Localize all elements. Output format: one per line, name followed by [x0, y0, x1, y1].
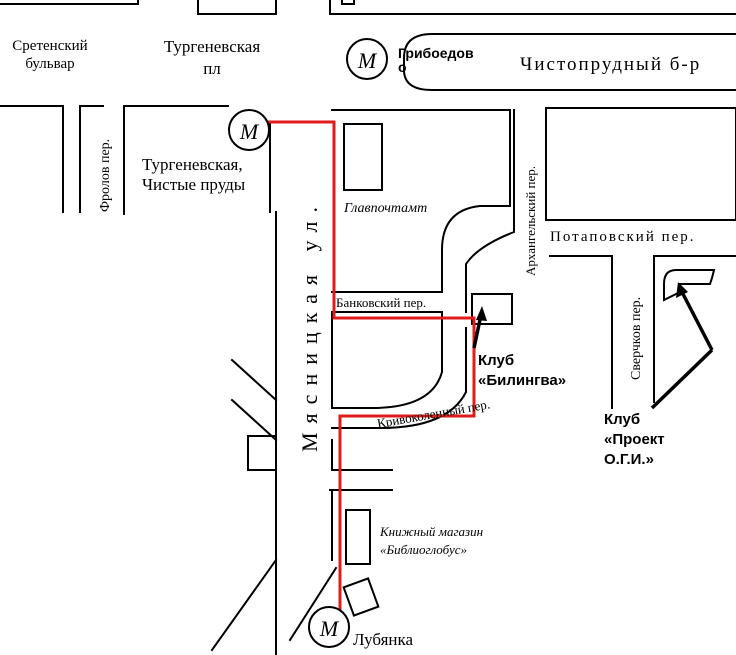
route-path: [264, 120, 476, 614]
lubyanka-label: Лубянка: [353, 630, 414, 649]
block-left-1: [0, 105, 64, 213]
label-line: Сретенский: [12, 38, 87, 54]
block-left-3: [123, 105, 229, 213]
frolov-label: Фролов пер.: [98, 139, 113, 212]
label-line: О.Г.И.»: [604, 451, 654, 468]
arkhangelsky-west: [465, 109, 515, 313]
arkhangelsky-label: Архангельский пер.: [523, 166, 538, 276]
proekt-arrow: [680, 291, 714, 351]
bilingva-arrow: [472, 314, 483, 349]
label-line: Грибоедов: [398, 45, 474, 61]
bookstore-building: [345, 509, 371, 565]
labels: Сретенский бульвар Тургеневская пл Тургене…: [12, 37, 701, 649]
label-line: «Проект: [604, 431, 665, 448]
proekt-building: [663, 269, 716, 302]
west-diag-2: [230, 398, 278, 442]
label-line: Клуб: [604, 411, 640, 428]
block-arkhangelsky-east: [545, 107, 736, 221]
label-line: «Билингва»: [478, 372, 566, 389]
west-bracket: [247, 435, 277, 471]
label-line: «Библиоглобус»: [380, 542, 467, 557]
glavpochtamt-label: Главпочтамт: [343, 201, 427, 216]
label-line: о: [398, 59, 407, 75]
metro-turgenevskaya[interactable]: M: [228, 109, 270, 151]
block-top-right-inner: [341, 0, 355, 5]
metro-symbol: M: [357, 48, 378, 73]
bilingva-label: Клуб «Билингва»: [478, 352, 566, 389]
bilingva-building: [471, 293, 513, 325]
block-sverchkov-west: [549, 255, 613, 409]
label-line: Тургеневская: [164, 37, 260, 56]
west-diag-1: [230, 358, 278, 402]
krivokolenny-bend: [331, 327, 467, 429]
glavpochtamt-building: [343, 123, 383, 191]
bankovsky-label: Банковский пер.: [336, 295, 426, 310]
metro-icon: [308, 606, 350, 648]
label-line: бульвар: [25, 56, 74, 72]
proekt-arrowhead: [676, 282, 688, 298]
east-diag: [288, 566, 338, 642]
bookstore-label: Книжный магазин «Библиоглобус»: [379, 524, 483, 557]
turgenevskaya-station-label: Тургеневская,Чистые пруды: [142, 155, 246, 194]
metro-symbol: M: [239, 119, 260, 144]
label-line: пл: [203, 59, 221, 78]
myasnitskaya-east-1: [331, 439, 393, 471]
boulevard-outline: [403, 33, 736, 91]
block-top-center: [197, 0, 277, 15]
metro-lubyanka[interactable]: M: [308, 606, 350, 648]
club-arrows: [472, 282, 714, 410]
potapovsky-label: Потаповский пер.: [550, 229, 696, 245]
block-sverchkov-east: [653, 255, 736, 403]
block-left-2: [79, 105, 104, 213]
proekt-arrow-tail: [650, 348, 714, 410]
metro-icon: [346, 38, 388, 80]
block-top-left: [0, 0, 139, 5]
block-top-right: [329, 0, 736, 15]
chistoprudny-label: Чистопрудный б-р: [520, 54, 701, 75]
metro-symbol: M: [319, 616, 340, 641]
sverchkov-label: Сверчков пер.: [629, 297, 644, 380]
metro-griboedov[interactable]: M: [346, 38, 388, 80]
label-line: Книжный магазин: [379, 524, 483, 539]
krivokolenny-label: Кривоколенный пер.: [376, 396, 491, 431]
route: [264, 120, 476, 614]
block-center: [331, 311, 443, 409]
label-line: Клуб: [478, 352, 514, 369]
metro-icon: [228, 109, 270, 151]
turgenevskaya-pl-label: Тургеневская пл: [164, 37, 260, 78]
bookstore-annex: [342, 577, 380, 617]
west-diag-3: [210, 558, 278, 652]
label-line: Чистые пруды: [142, 175, 246, 194]
block-glavpochtamt: [331, 109, 511, 293]
sretensky-label: Сретенский бульвар: [12, 38, 87, 72]
myasnitskaya-label: Мясницкая ул.: [297, 198, 322, 452]
bilingva-arrowhead: [476, 306, 487, 321]
label-line: Тургеневская,: [142, 155, 243, 174]
